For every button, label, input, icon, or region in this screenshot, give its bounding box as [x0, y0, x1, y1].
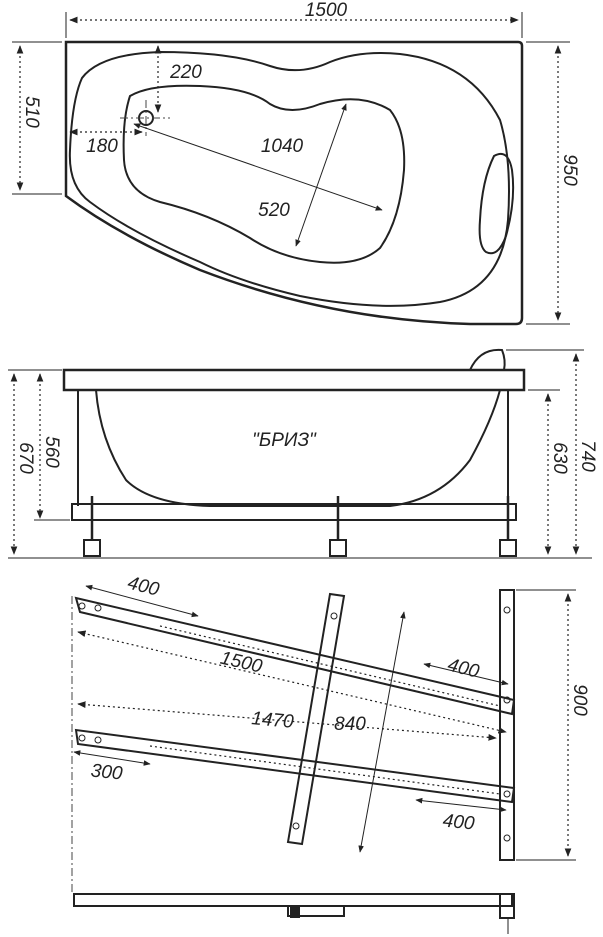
dim-inner-length-label: 1040 [261, 136, 304, 157]
dim-line-400-a [85, 584, 199, 618]
top-view: 1500 510 950 220 180 1040 520 [12, 0, 580, 326]
dim-rail-top-offset-label: 400 [125, 573, 161, 601]
rail-bottom-perforation [149, 745, 501, 795]
dim-rail-bottom-right-label: 400 [442, 810, 476, 834]
dim-drain-y-label: 220 [169, 62, 202, 83]
dim-height-inner-label: 560 [41, 436, 62, 468]
dim-line-1040 [133, 123, 383, 211]
dim-height-right-inner-label: 630 [549, 442, 570, 474]
foot-left [83, 496, 101, 557]
profile-end-post [499, 893, 515, 919]
base-frame [71, 503, 517, 521]
frame-rail-top [74, 596, 516, 716]
tub-outer-outline [64, 40, 524, 326]
dim-rail-bottom-offset-label: 300 [90, 760, 124, 784]
bolt-hole-icon [503, 606, 511, 614]
dim-line-400-b [423, 662, 509, 686]
dim-height-right-total-label: 740 [577, 440, 598, 472]
dim-rail-top-length-label: 1500 [218, 648, 264, 678]
tub-headrest [478, 152, 515, 255]
frame-right-beam [499, 589, 515, 861]
frame-view: 400 1500 400 1470 840 300 400 900 [71, 573, 590, 892]
profile-bracket [287, 905, 345, 917]
bolt-hole-icon [94, 604, 102, 612]
bolt-hole-icon [503, 790, 511, 798]
foot-middle [329, 496, 347, 557]
side-headrest [469, 348, 506, 371]
dim-height-total-label: 670 [15, 442, 36, 474]
dim-full-width-label: 950 [559, 154, 580, 186]
dim-cross-span-label: 840 [334, 714, 366, 735]
dim-line-400-c [415, 797, 507, 813]
dim-inner-width-label: 520 [258, 200, 290, 221]
dim-line-300 [73, 750, 151, 766]
bolt-hole-icon [94, 736, 102, 744]
dim-rail-bottom-length-label: 1470 [251, 708, 295, 733]
tub-rim [62, 368, 526, 392]
side-basin [95, 389, 501, 507]
bolt-hole-icon [78, 602, 86, 610]
dim-frame-height-label: 900 [569, 684, 590, 716]
bolt-hole-icon [292, 822, 300, 830]
dim-narrow-width-label: 510 [21, 96, 42, 128]
tub-basin [122, 84, 406, 264]
bolt-hole-icon [330, 612, 338, 620]
foot-right [499, 496, 517, 557]
dim-length-label: 1500 [305, 0, 348, 21]
tub-inner-rim [68, 50, 510, 307]
frame-cross-beam [286, 592, 346, 846]
profile-bracket-cap [290, 906, 300, 918]
dim-drain-x-label: 180 [86, 136, 118, 157]
bolt-hole-icon [78, 734, 86, 742]
model-name-label: "БРИЗ" [252, 430, 317, 451]
dim-line-840 [358, 611, 406, 853]
dim-line-520 [295, 103, 347, 247]
bottom-profile [73, 893, 515, 934]
bolt-hole-icon [503, 834, 511, 842]
profile-rail [73, 893, 513, 907]
side-view: "БРИЗ" 670 560 630 740 [8, 348, 598, 559]
dim-rail-top-right-label: 400 [445, 655, 481, 683]
